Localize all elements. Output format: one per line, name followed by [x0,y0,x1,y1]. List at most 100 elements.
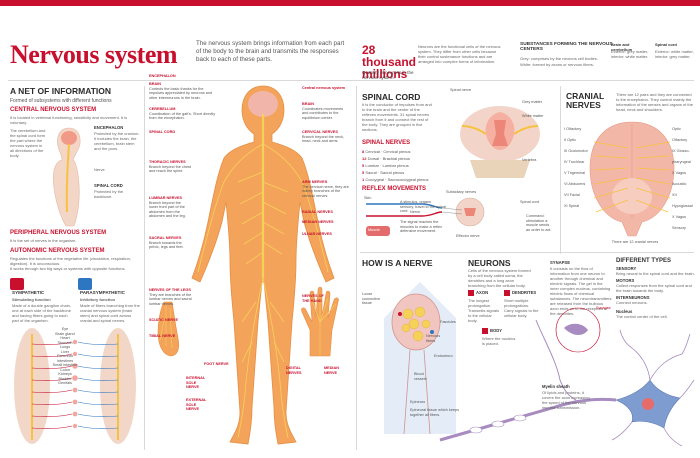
substances-white: White: formed by axons or nervous fibers… [520,62,595,67]
nerve-group-row: 5 Sacral · Sacral plexus [362,170,405,175]
synapse-label: Synapse [596,306,611,310]
spinal-nerves-title: SPINAL NERVES [362,140,411,146]
organ-label: Genitals [58,381,72,385]
autonomic-diagram [14,328,136,444]
organ-label: Pancreas [56,354,74,358]
parasympathetic-subtitle: Inhibitory function [80,297,116,302]
parasympathetic-title: PARASYMPATHETIC [80,290,125,295]
pns-title: PERIPHERAL NERVOUS SYSTEM [10,230,107,236]
brain-cerebellum-head: Brain and cerebellum [611,42,633,52]
organ-label: Stomach [57,340,73,345]
organ-label: Bladder [58,376,72,381]
spinal-cord-label: SPINAL CORD [94,183,123,188]
reflex-label-skin: Skin [364,196,372,200]
sensory-text: Bring neural to the spinal cord and the … [616,271,695,276]
spinal-cord-label-text: Protected by the backbone. [94,189,124,199]
reflex-label-subsidiary: Subsidiary nerves [446,190,477,194]
cranial-bottom-text: There are 12 cranial nerves [611,240,659,244]
motor-text: Collect responses from the spinal cord a… [616,283,692,293]
axon-marker [468,290,474,296]
ans-text: Regulates the functions of the vegetativ… [10,256,131,266]
cranial-nerve-label: Sensory [672,226,686,230]
cranial-nerve-label: I Olfactory [564,127,582,131]
cranial-nerve-label: II Optic [564,138,577,142]
types-title: DIFFERENT TYPES [616,258,672,264]
body-label-internal-sole: INTERNAL SOLE NERVE [186,376,206,389]
parasympathetic-icon [78,278,92,290]
cranial-nerve-label: X Vagus [672,171,687,175]
encephalon-text: Protected by the cranium. It includes th… [94,131,140,151]
body-label-spinal-cord: SPINAL CORD [149,130,176,134]
nerve-group-row: 5 Lumbar · Lumbar plexus [362,163,409,168]
nucleus-label: Nucleus [616,309,633,314]
spinal-cord-text: Exterior: white matter, interior: grey m… [655,49,694,59]
cns-text: It is located in vertebral functioning, … [10,115,128,125]
dendrite-marker [504,290,510,296]
organ-label: Kidneys [58,372,72,376]
cranial-text: There are 12 pairs and they are connecte… [616,92,693,112]
encephalon-label: ENCEPHALON [94,125,124,130]
nerve-label-epineuro: Epineuro [410,400,426,404]
body-label-hand: NERVES OF THE HAND [302,294,324,303]
neurons-title: NEURONS [468,258,511,268]
cranial-nerve-label: Olfactory [672,138,688,142]
body-label-sciatic: SCIATIC NERVE [149,318,178,322]
nerve-label-fibers: Nervous fibers [426,334,441,343]
organ-label: Liver [60,349,70,354]
cranial-nerve-label: XI Spinal [564,204,580,208]
cranial-nerve-label: X Vagus [672,215,687,219]
body-label-median: MEDIAN NERVES [302,220,334,224]
header-divider [8,80,694,81]
column-divider-3 [560,86,561,254]
nerve-label-connective: Loose connective tissue [362,292,381,305]
body-label-ulnar: ULNAR NERVES [302,232,332,236]
reflex-label-muscle: Muscle [368,228,381,232]
body-text: Where the nucleus is placed. [482,336,516,346]
brain-base-diagram [589,121,675,237]
column-divider-1 [144,86,145,450]
axon-text: The longest prolongation. Transmits sign… [468,298,499,323]
nerve-bottom-caption: Epineural tissue which keeps together al… [410,408,459,417]
cranial-nerve-label: VI Abducens [564,182,586,186]
body-label-digital: DIGITAL NERVES [286,366,302,375]
foot-figure [157,301,180,357]
cranial-nerve-label: Optic [672,127,681,131]
organ-label: Colon [60,367,70,372]
organ-label: Intestines [56,358,74,363]
cranial-nerve-label: XII Hypoglossal [672,193,693,208]
autonomic-organ-list: Eye Brain gland Heart Stomach Lungs Live… [36,327,94,386]
organ-label: Brain gland [55,331,75,336]
parasympathetic-text: Made of fibers branching from the crania… [80,303,140,323]
substances-grey: Grey: comprises by the neurons cell bodi… [520,56,598,61]
body-label-encephalon: ENCEPHALON [149,74,176,78]
network-subtitle: Formed of subsystems with different func… [10,98,112,104]
hand-figure [301,286,339,357]
reflex-step-1: A stimulus, organs sensory, travel to th… [400,200,446,213]
types-panel: DIFFERENT TYPES SENSORY Bring neural to … [616,258,696,319]
cranial-nerve-label: IX Glosso-pharyngeal [672,149,691,164]
neuron-diagram [439,307,695,447]
reflex-title: REFLEX MOVEMENTS [362,186,427,192]
cranial-right-list: Optic Olfactory IX Glosso-pharyngeal X V… [672,124,698,234]
nucleus-text: The control center of the cell. [616,314,668,319]
axon-title: AXON [476,290,489,295]
organ-label: Eye [61,327,69,331]
cns-title: CENTRAL NERVOUS SYSTEM [10,107,97,113]
synapse-title: SYNAPSE [550,260,571,265]
nerve-group-row: 1 Coccygeal · Sacrococcygeal plexus [362,177,429,182]
nerve-label: Nerve [94,167,105,172]
reflex-step-2: The signal reaches the muscles to make a… [400,220,442,233]
cns-figure [52,127,81,227]
sensory-title: SENSORY [616,266,637,271]
myelin-text: Of lipids and proteins, it covers the ax… [542,390,590,410]
cranial-title: CRANIAL NERVES [566,91,605,110]
reflex-label-effector: Effector nerve [456,234,480,238]
spinal-cord-head: Spinal cord [655,42,677,47]
